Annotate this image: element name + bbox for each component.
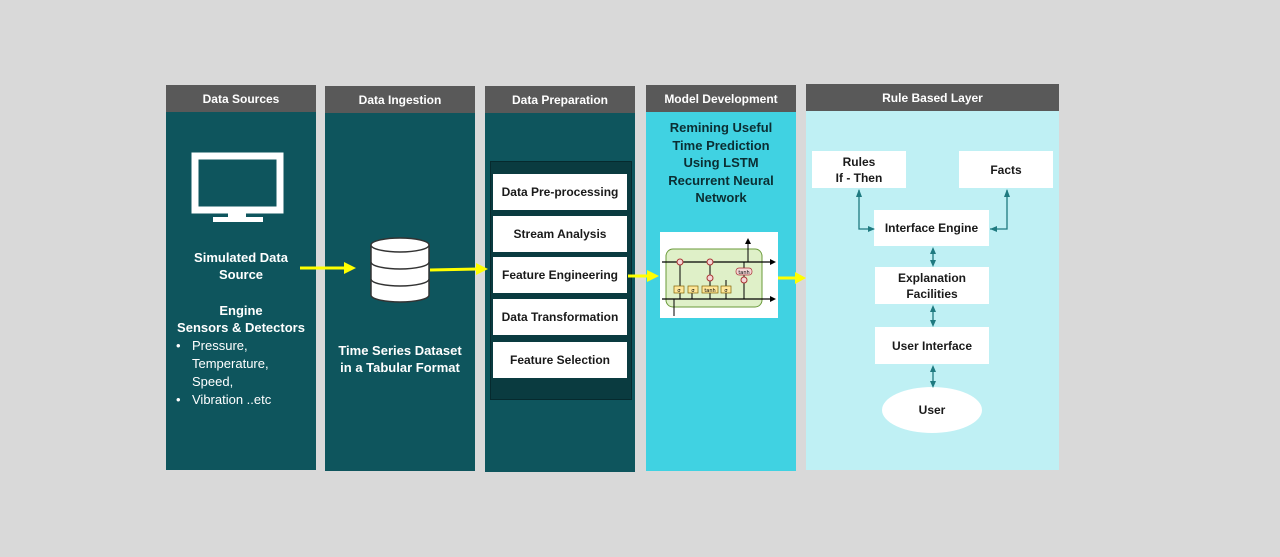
model-title: Remining Useful Time Prediction Using LS… xyxy=(668,120,774,205)
lstm-gate xyxy=(687,285,699,294)
lstm-diagram: σ σ tanh σ tanh xyxy=(660,232,778,318)
step-feature-selection: Feature Selection xyxy=(493,342,627,378)
bullet-item: Speed, xyxy=(192,374,234,389)
lstm-gate xyxy=(735,267,753,276)
monitor-icon xyxy=(191,152,284,222)
explanation-facilities-box: Explanation Facilities xyxy=(875,267,989,304)
lstm-gate-label: σ xyxy=(677,288,681,294)
model-development-panel: Remining Useful Time Prediction Using LS… xyxy=(646,112,796,471)
data-sources-panel: Simulated Data Source Engine Sensors & D… xyxy=(166,112,316,470)
engine-subtitle: Sensors & Detectors xyxy=(177,320,305,335)
model-development-header: Model Development xyxy=(646,85,796,112)
step-feature-engineering: Feature Engineering xyxy=(493,257,627,293)
lstm-gate xyxy=(673,285,685,294)
lstm-gate xyxy=(720,285,732,294)
database-icon xyxy=(370,237,430,303)
interface-engine-box: Interface Engine xyxy=(874,210,989,246)
lstm-gate xyxy=(701,285,719,294)
step-data-transformation: Data Transformation xyxy=(493,299,627,335)
bullet-item: Vibration ..etc xyxy=(176,391,271,409)
lstm-gate-label: tanh xyxy=(738,270,749,276)
rule-based-layer-header: Rule Based Layer xyxy=(806,84,1059,111)
bullet-item: Temperature, xyxy=(192,356,269,371)
rules-box: Rules If - Then xyxy=(812,151,906,188)
facts-box: Facts xyxy=(959,151,1053,188)
data-sources-column: Data Sources Simulated Data Source Engin… xyxy=(166,85,316,470)
simulated-data-source-label: Simulated Data Source xyxy=(194,250,288,282)
model-development-column: Model Development Remining Useful Time P… xyxy=(646,85,796,471)
lstm-gate xyxy=(740,276,748,284)
data-ingestion-column: Data Ingestion Time Series Dataset in a … xyxy=(325,86,475,471)
data-preparation-header: Data Preparation xyxy=(485,86,635,113)
lstm-gate-label: tanh xyxy=(704,288,715,294)
sensor-bullet-list: Pressure, Temperature, Speed, Vibration … xyxy=(176,337,271,409)
engine-title: Engine xyxy=(219,303,263,318)
data-ingestion-header: Data Ingestion xyxy=(325,86,475,113)
user-interface-box: User Interface xyxy=(875,327,989,364)
data-preparation-panel: Data Pre-processing Stream Analysis Feat… xyxy=(485,113,635,472)
lstm-gate xyxy=(706,274,714,282)
user-ellipse: User xyxy=(882,387,982,433)
data-ingestion-panel: Time Series Dataset in a Tabular Format xyxy=(325,113,475,471)
rule-based-layer-column: Rule Based Layer Rules If - Then Facts I… xyxy=(806,84,1059,470)
lstm-gate xyxy=(676,258,684,266)
data-preparation-column: Data Preparation Data Pre-processing Str… xyxy=(485,86,635,472)
lstm-gate-label: σ xyxy=(724,288,728,294)
lstm-gate-label: σ xyxy=(691,288,695,294)
step-data-preprocessing: Data Pre-processing xyxy=(493,174,627,210)
data-sources-header: Data Sources xyxy=(166,85,316,112)
dataset-label: Time Series Dataset in a Tabular Format xyxy=(338,343,462,375)
lstm-gate xyxy=(706,258,714,266)
step-stream-analysis: Stream Analysis xyxy=(493,216,627,252)
bullet-item: Pressure, xyxy=(176,337,271,355)
